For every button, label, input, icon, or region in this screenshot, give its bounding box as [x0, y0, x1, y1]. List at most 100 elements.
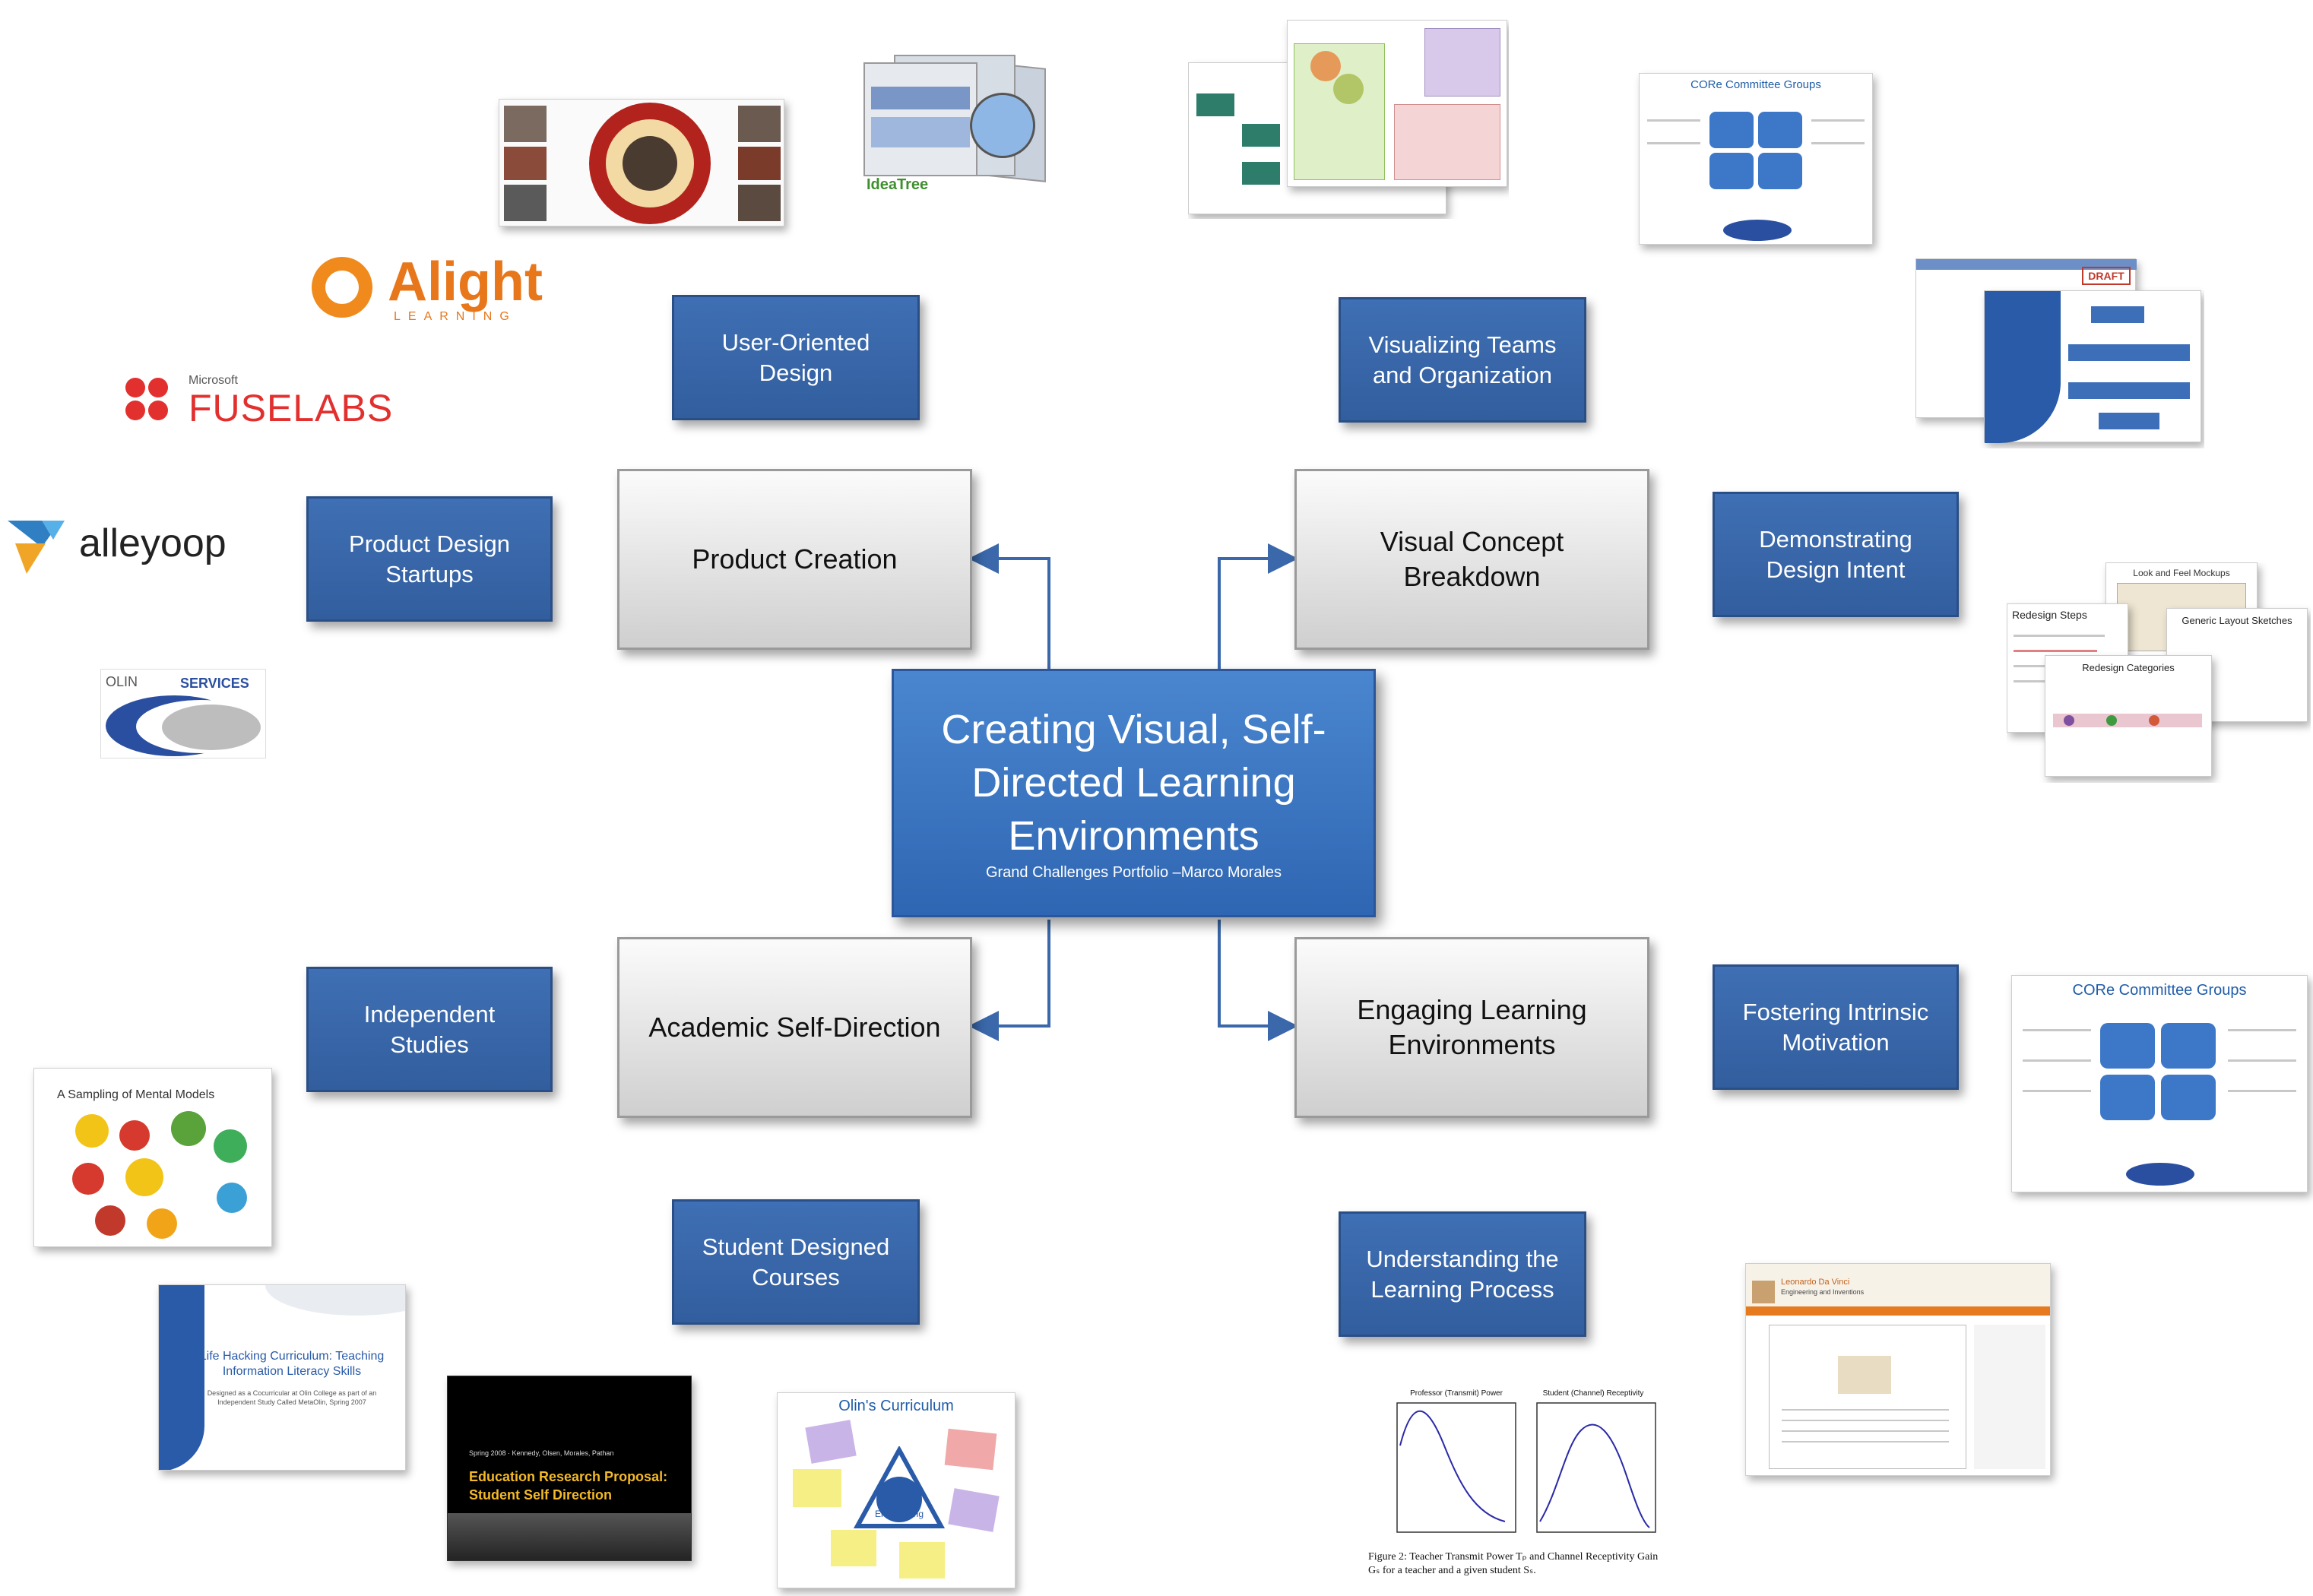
- category-demonstrating-label: Demonstrating Design Intent: [1759, 525, 1912, 583]
- olin-note6: [899, 1542, 945, 1579]
- alight-logo-mark-inner: [325, 271, 359, 304]
- core-right-q1: [2100, 1023, 2155, 1069]
- redesign-categories: Redesign Categories: [2045, 655, 2212, 777]
- core-top-q4: [1758, 153, 1802, 189]
- alight-logo-text: Alight: [388, 252, 543, 312]
- arrow-to-product-creation: [968, 543, 1050, 669]
- mm-c1: [75, 1114, 109, 1148]
- redesign-dot2: [2106, 715, 2117, 726]
- node-visual-concept-breakdown: Visual Concept Breakdown: [1294, 469, 1649, 650]
- engineering-label: Engineering: [874, 1509, 924, 1519]
- alight-doc: [1769, 1325, 1966, 1469]
- central-topic: Creating Visual, Self-Directed Learning …: [892, 669, 1376, 917]
- fuselabs-logo: Microsoft FUSELABS: [120, 372, 392, 433]
- category-understanding-label: Understanding the Learning Process: [1366, 1245, 1559, 1303]
- mm-c9: [147, 1208, 177, 1239]
- node-visual-concept-label: Visual Concept Breakdown: [1380, 526, 1564, 592]
- alleyoop-logo: alleyoop: [0, 513, 251, 581]
- core-right-q4: [2161, 1075, 2216, 1120]
- alight-header: [1746, 1264, 2050, 1306]
- fuselabs-microsoft: Microsoft: [189, 374, 238, 387]
- core-top-l1: [1647, 119, 1700, 122]
- plot-left-title: Professor (Transmit) Power: [1410, 1389, 1503, 1398]
- thumb-core-committee-top: CORe Committee Groups: [1639, 73, 1873, 245]
- thumb-learning-plots: Professor (Transmit) Power Student (Chan…: [1368, 1382, 1671, 1588]
- core-right-l4: [2228, 1029, 2296, 1031]
- thumb-student-constitution: DRAFT: [1915, 258, 2204, 448]
- category-fostering-label: Fostering Intrinsic Motivation: [1742, 998, 1929, 1056]
- core-top-q2: [1758, 112, 1802, 148]
- olin-note1: [805, 1420, 857, 1464]
- alleyoop-text: alleyoop: [79, 521, 227, 565]
- photo-right-1: [738, 106, 781, 142]
- mm-c4: [214, 1129, 247, 1163]
- plot-curves: [1396, 1402, 1656, 1533]
- alight-logo-sub: LEARNING: [394, 310, 517, 323]
- edu-title: Education Research Proposal: Student Sel…: [469, 1469, 668, 1503]
- redesign-dot3: [2149, 715, 2159, 726]
- node-academic-self-direction: Academic Self-Direction: [617, 937, 972, 1118]
- core-top-l4: [1811, 142, 1865, 144]
- fuselabs-flower-icon: [125, 378, 168, 420]
- redesign-l1: [2014, 635, 2105, 637]
- core-right-olin: [2126, 1163, 2194, 1186]
- category-demonstrating-design-intent: Demonstrating Design Intent: [1713, 492, 1959, 617]
- mm-c6: [125, 1158, 163, 1196]
- core-top-title: CORe Committee Groups: [1690, 78, 1821, 91]
- screen-front-bar2: [871, 117, 970, 147]
- draft-text: DRAFT: [2088, 270, 2124, 282]
- core-right-l6: [2228, 1090, 2296, 1092]
- core-right-l2: [2023, 1059, 2091, 1062]
- olin-ellipse-gray: [162, 705, 261, 750]
- constitution-front: [1984, 290, 2201, 443]
- davinci-sub: Engineering and Inventions: [1781, 1288, 1865, 1296]
- olin-note2: [793, 1469, 841, 1507]
- core-top-q1: [1709, 112, 1754, 148]
- constitution-back-band: [1916, 259, 2137, 270]
- node-engaging-learning: Engaging Learning Environments: [1294, 937, 1649, 1118]
- node-product-creation: Product Creation: [617, 469, 972, 650]
- org-b2: [1242, 124, 1280, 147]
- plot-right-title: Student (Channel) Receptivity: [1542, 1389, 1644, 1398]
- olin-curriculum-title: Olin's Curriculum: [838, 1398, 954, 1414]
- photo-right-2: [738, 147, 781, 180]
- core-right-l1: [2023, 1029, 2091, 1031]
- life-hacking-sub: Designed as a Cocurricular at Olin Colle…: [207, 1389, 377, 1406]
- thumb-life-hacking: Life Hacking Curriculum: Teaching Inform…: [158, 1284, 406, 1471]
- category-student-designed-courses: Student Designed Courses: [672, 1199, 920, 1325]
- mm-c2: [119, 1120, 150, 1151]
- node-product-creation-label: Product Creation: [692, 543, 898, 575]
- olin-note3: [944, 1428, 997, 1471]
- photo-left-1: [504, 106, 547, 142]
- thumb-olin-curriculum: Olin's Curriculum Engineering: [777, 1392, 1016, 1588]
- alight-portrait: [1752, 1281, 1775, 1303]
- org-circle2: [1333, 74, 1364, 104]
- core-top-q3: [1709, 153, 1754, 189]
- alight-sidebar: [1974, 1325, 2045, 1469]
- core-top-l2: [1647, 142, 1700, 144]
- redesign-cat-label: Redesign Categories: [2082, 662, 2175, 673]
- category-independent-label: Independent Studies: [363, 1000, 496, 1058]
- thumb-alight-webpage: Leonardo Da Vinci Engineering and Invent…: [1745, 1263, 2051, 1476]
- davinci-title: Leonardo Da Vinci: [1781, 1278, 1850, 1287]
- category-student-designed-label: Student Designed Courses: [702, 1233, 890, 1290]
- services-text: SERVICES: [180, 676, 249, 691]
- node-engaging-learning-label: Engaging Learning Environments: [1357, 994, 1587, 1060]
- thumb-core-committee-right: CORe Committee Groups: [2011, 975, 2308, 1192]
- category-understanding-learning: Understanding the Learning Process: [1339, 1211, 1586, 1337]
- alight-doc-l3: [1782, 1430, 1949, 1432]
- category-fostering-motivation: Fostering Intrinsic Motivation: [1713, 964, 1959, 1090]
- alight-doc-l1: [1782, 1409, 1949, 1411]
- alleyoop-icon: [8, 521, 65, 574]
- category-user-oriented-label: User-Oriented Design: [721, 328, 870, 386]
- life-hacking-top-swoosh: [265, 1285, 405, 1316]
- thumb-brotherhood-wheel: [499, 99, 784, 226]
- constitution-box3: [2068, 382, 2190, 399]
- org-pink: [1394, 104, 1500, 180]
- mm-c8: [95, 1205, 125, 1236]
- plot-caption: Figure 2: Teacher Transmit Power Tₚ and …: [1368, 1551, 1659, 1576]
- node-academic-self-direction-label: Academic Self-Direction: [648, 1012, 941, 1043]
- redesign-arrow: [2053, 714, 2202, 727]
- core-top-olin: [1723, 220, 1792, 241]
- category-product-design-startups: Product Design Startups: [306, 496, 553, 622]
